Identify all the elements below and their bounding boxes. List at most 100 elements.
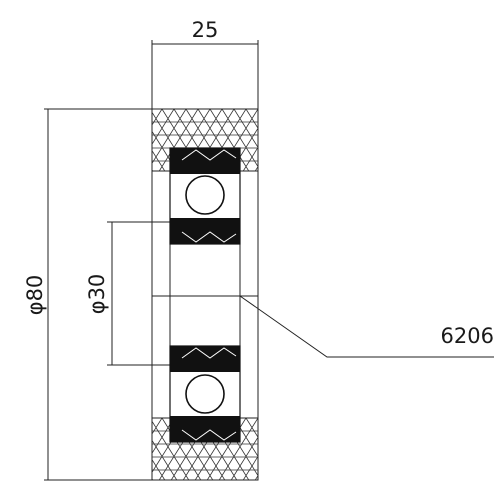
- tread-hatch-bottom-line: [3, 418, 42, 480]
- tread-hatch-bottom-line: [254, 474, 258, 480]
- tread-hatch-top-line: [282, 109, 321, 171]
- tread-hatch-top-line: [30, 109, 69, 171]
- tread-hatch-bottom-line: [99, 418, 138, 480]
- tread-hatch-top-line: [233, 109, 258, 149]
- tread-hatch-top-line: [245, 109, 258, 129]
- tread-hatch-top-line: [366, 109, 405, 171]
- tread-hatch-top-line: [242, 146, 258, 171]
- wheel-outline: [151, 108, 259, 481]
- tread-hatch-bottom-line: [78, 418, 117, 480]
- inner-diameter-dimension: φ30: [85, 221, 170, 366]
- tread-hatch-bottom-line: [6, 418, 45, 480]
- tread-hatch-top-line: [354, 109, 393, 171]
- tread-hatch-bottom-line: [257, 418, 258, 419]
- tread-hatch-top-line: [291, 109, 330, 171]
- tread-hatch-bottom-line: [51, 418, 90, 480]
- tread-hatch-top-line: [303, 109, 342, 171]
- tread-hatch-top-line: [0, 109, 21, 171]
- tread-hatch-top-line: [78, 109, 117, 171]
- tread-hatch-bottom-line: [18, 418, 57, 480]
- tread-hatch-bottom-line: [245, 418, 258, 438]
- tread-hatch-bottom-line: [30, 418, 69, 480]
- bearing-top: [169, 147, 241, 245]
- tread-hatch-bottom-line: [90, 418, 129, 480]
- tread-hatch-top-line: [152, 169, 154, 171]
- tread-hatch-bottom-line: [0, 418, 6, 480]
- tread-hatch-top-line: [0, 109, 30, 171]
- tread-hatch-top-line: [327, 109, 366, 171]
- bearing-top-inner-race: [170, 218, 240, 244]
- tread-hatch-top-line: [0, 109, 33, 171]
- tread-hatch-bottom-line: [0, 418, 18, 480]
- tread-hatch-bottom-line: [27, 418, 66, 480]
- tread-hatch-top-line: [152, 109, 175, 145]
- tread-hatch-bottom-line: [66, 418, 105, 480]
- tread-hatch-top-line: [63, 109, 102, 171]
- tread-hatch-bottom-line: [327, 418, 366, 480]
- tread-hatch-top-line: [0, 109, 9, 171]
- tread-hatch-bottom-line: [75, 418, 114, 480]
- bearing-top-ball: [185, 175, 225, 215]
- tread-hatch-top-line: [306, 109, 345, 171]
- tread-hatch-top-line: [90, 109, 129, 171]
- tread-hatch-top-line: [39, 109, 78, 171]
- tread-hatch-top-line: [257, 109, 258, 110]
- tread-hatch-bottom-line: [63, 418, 102, 480]
- tread-hatch-top-line: [51, 109, 90, 171]
- tread-hatch-bottom-line: [0, 418, 33, 480]
- tread-hatch-top-line: [270, 109, 309, 171]
- tread-hatch-top-line: [318, 109, 357, 171]
- bearing-bottom-seal-mark-lower: [181, 429, 237, 441]
- tread-hatch-top-line: [102, 109, 141, 171]
- tread-hatch-top-line: [87, 109, 126, 171]
- tread-hatch-bottom-line: [303, 418, 342, 480]
- tread-hatch-top-line: [66, 109, 105, 171]
- bearing-callout: 6206: [239, 295, 494, 358]
- tread-hatch-top-line: [54, 109, 93, 171]
- tread-hatch-bottom-line: [294, 418, 333, 480]
- tread-hatch-top-line: [152, 109, 163, 126]
- tread-hatch-bottom-line: [152, 478, 154, 480]
- tread-hatch-top-line: [6, 109, 45, 171]
- tread-hatch-bottom-line: [54, 418, 93, 480]
- tread-hatch-bottom-line: [267, 418, 306, 480]
- tread-hatch-bottom-line: [0, 418, 9, 480]
- callout-leader-line: [239, 295, 494, 358]
- tread-hatch-top-line: [27, 109, 66, 171]
- bearing-code-label: 6206: [441, 324, 494, 348]
- tread-hatch-bottom-line: [330, 418, 369, 480]
- tread-hatch-top-line: [18, 109, 57, 171]
- tread-hatch-bottom-line: [282, 418, 321, 480]
- tread-hatch-top-line: [294, 109, 333, 171]
- tread-hatch-bottom-line: [152, 458, 166, 480]
- tread-hatch-top-line: [0, 109, 6, 171]
- tread-hatch-bottom-line: [0, 418, 30, 480]
- tread-hatch-bottom-line: [354, 418, 393, 480]
- tread-hatch-top-line: [378, 109, 417, 171]
- tread-hatch-top-line: [3, 109, 42, 171]
- bearing-bottom-outer-race: [170, 416, 240, 442]
- tread-hatch-top-line: [111, 109, 150, 171]
- tread-hatch-top-line: [75, 109, 114, 171]
- tread-hatch-bottom-line: [102, 418, 141, 480]
- tread-hatch-bottom-line: [291, 418, 330, 480]
- bearing-top-seal-mark: [181, 149, 237, 161]
- bearing-top-seal-mark-lower: [181, 231, 237, 243]
- bearing-bottom-seal-mark: [181, 347, 237, 359]
- tread-hatch-bottom-line: [0, 418, 21, 480]
- tread-hatch-top-line: [339, 109, 378, 171]
- tread-hatch-bottom-line: [366, 418, 405, 480]
- outer-diameter-label: φ80: [23, 275, 47, 316]
- tread-hatch-bottom-line: [342, 418, 381, 480]
- tread-hatch-top-line: [267, 109, 306, 171]
- outer-diameter-dimension: φ80: [23, 108, 152, 481]
- tread-hatch-bottom-line: [318, 418, 357, 480]
- bearing-bottom-ball: [185, 374, 225, 414]
- tread-hatch-bottom-line: [87, 418, 126, 480]
- tread-hatch-top-line: [99, 109, 138, 171]
- tread-hatch-bottom-line: [339, 418, 378, 480]
- tread-hatch-bottom-line: [306, 418, 345, 480]
- tread-hatch-top-line: [254, 165, 258, 171]
- width-label: 25: [192, 18, 219, 42]
- tread-hatch-top-line: [152, 149, 166, 171]
